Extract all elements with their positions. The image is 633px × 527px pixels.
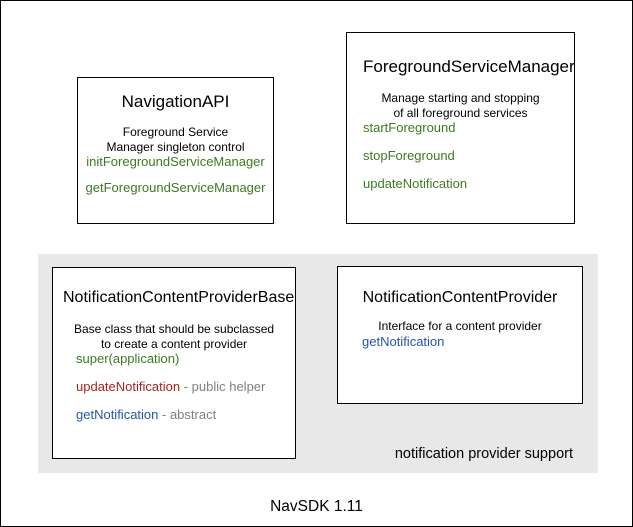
notification-content-provider-base-title: NotificationContentProviderBase (63, 289, 295, 306)
notification-content-provider-description-line1: Interface for a content provider (378, 319, 542, 333)
method-update-notification: updateNotification (363, 176, 468, 191)
notification-content-provider-title: NotificationContentProvider (362, 289, 558, 306)
node-notification-content-provider: NotificationContentProvider Interface fo… (337, 266, 583, 404)
sdk-version-label: NavSDK 1.11 (270, 498, 363, 515)
method-get-notification-interface: getNotification (362, 333, 445, 349)
node-navigation-api: NavigationAPI Foreground Service Manager… (77, 77, 274, 224)
method-start-foreground: startForeground (363, 120, 456, 135)
notification-content-provider-base-description: Base class that should be subclassed to … (63, 322, 285, 351)
notification-content-provider-description: Interface for a content provider (348, 319, 572, 334)
foreground-service-manager-description: Manage starting and stopping of all fore… (363, 91, 558, 120)
method-get-foreground-service-manager: getForegroundServiceManager (85, 180, 266, 195)
navigation-api-description-line2: Manager singleton control (106, 139, 245, 154)
method-update-notification-base: updateNotification (76, 379, 181, 394)
method-super-application-row: super(application) (76, 351, 285, 366)
navigation-api-description-line1: Foreground Service (122, 125, 229, 139)
navigation-api-title: NavigationAPI (121, 92, 230, 111)
method-super-application: super(application) (76, 351, 180, 366)
method-get-notification-note: - abstract (162, 407, 217, 422)
method-get-notification-base: getNotification (76, 407, 159, 422)
foreground-service-manager-description-line2: of all foreground services (393, 105, 528, 120)
notification-content-provider-base-description-line2: to create a content provider (100, 336, 248, 351)
node-foreground-service-manager: ForegroundServiceManager Manage starting… (346, 32, 575, 224)
region-label: notification provider support (394, 446, 573, 462)
method-stop-foreground: stopForeground (363, 148, 455, 163)
notification-content-provider-base-description-line1: Base class that should be subclassed (73, 322, 275, 336)
method-get-notification-row: getNotification - abstract (76, 407, 285, 422)
foreground-service-manager-description-line1: Manage starting and stopping (381, 91, 540, 105)
node-notification-content-provider-base: NotificationContentProviderBase Base cla… (52, 267, 296, 459)
method-update-notification-row: updateNotification - public helper (76, 379, 285, 394)
navigation-api-description: Foreground Service Manager singleton con… (78, 125, 273, 154)
foreground-service-manager-title: ForegroundServiceManager (363, 57, 575, 76)
method-update-notification-note: - public helper (183, 379, 266, 394)
method-init-foreground-service-manager: initForegroundServiceManager (86, 154, 265, 169)
